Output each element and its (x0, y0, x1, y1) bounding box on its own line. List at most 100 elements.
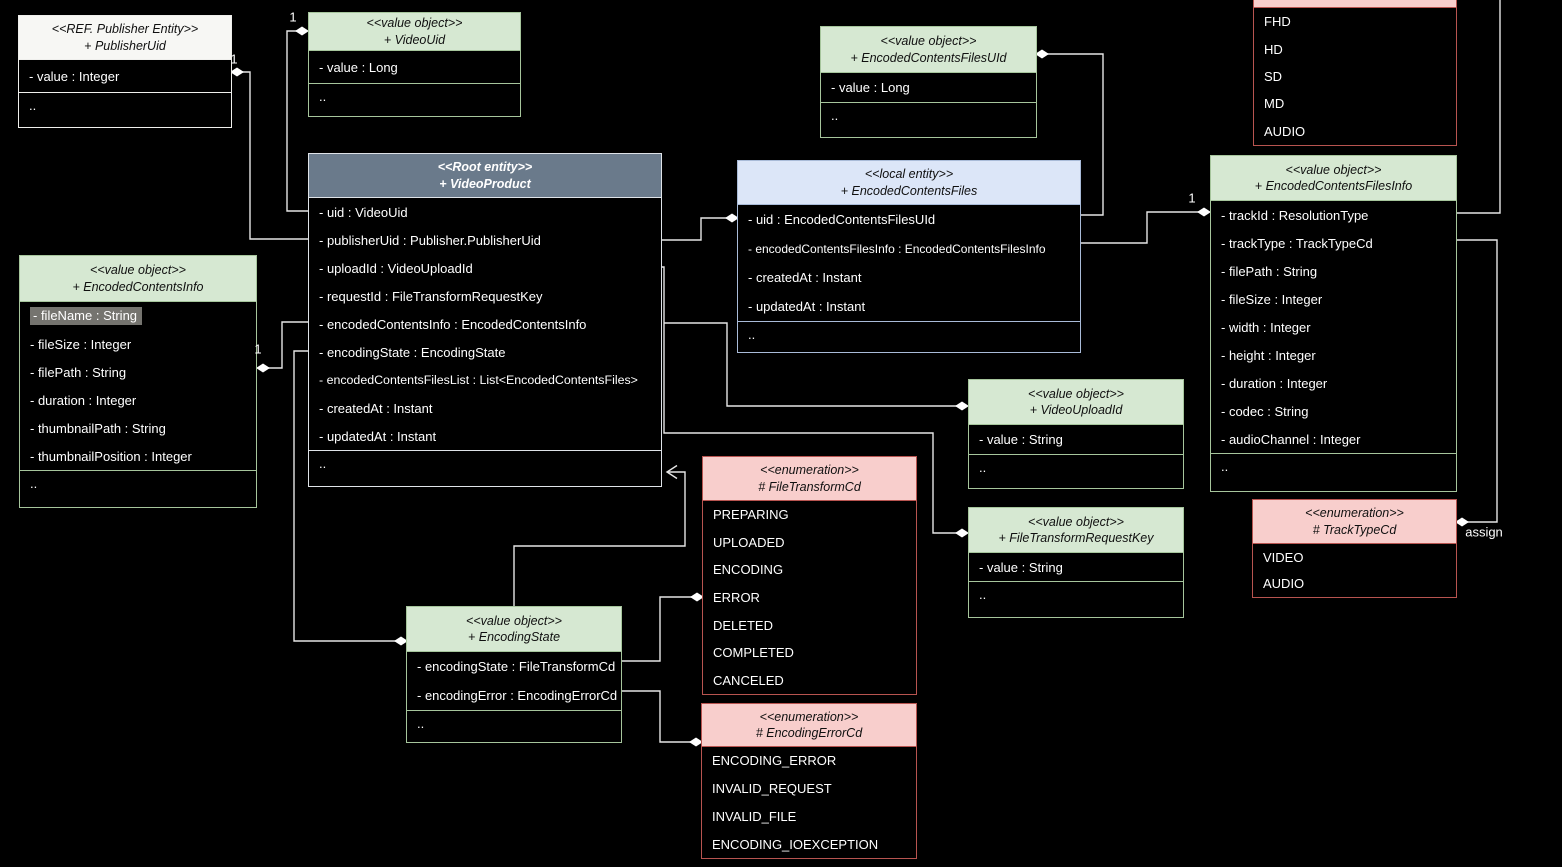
class-name-label: + VideoProduct (439, 176, 531, 191)
class-header: <<value object>> + EncodedContentsInfo (20, 256, 256, 302)
class-header: <<Root entity>> + VideoProduct (309, 154, 661, 198)
connector-tracktype-to-tracktypecd (1455, 239, 1498, 527)
class-name-label: + EncodedContentsFilesInfo (1254, 179, 1413, 193)
attribute-row: - encodingState : EncodingState (319, 344, 506, 360)
attribute-row: - encodedContentsFilesList : List<Encode… (319, 373, 638, 387)
class-name-label: + EncodedContentsFilesUId (850, 50, 1007, 65)
class-name-label: # TrackTypeCd (1312, 522, 1397, 537)
enum-value-row: MD (1264, 96, 1285, 112)
class-header: <<enumeration>> # EncodingErrorCd (702, 704, 916, 747)
attribute-row: - value : String (979, 559, 1063, 575)
association-label-assign: assign (1465, 524, 1503, 540)
connector-trackid-to-resolutiontype (1457, 0, 1501, 214)
class-name-label: + EncodedContentsFiles (840, 183, 978, 198)
enum-value-row: AUDIO (1263, 576, 1305, 592)
enum-box-filetransformcd[interactable]: <<enumeration>> # FileTransformCd PREPAR… (702, 456, 917, 695)
more-row: .. (19, 92, 231, 127)
more-row: .. (20, 470, 256, 507)
class-box-encodedcontentsfilesinfo[interactable]: <<value object>> + EncodedContentsFilesI… (1210, 155, 1457, 492)
more-row: .. (407, 710, 621, 742)
connector-videoproduct-to-encodedcontentsfiles (662, 213, 739, 241)
class-header: <<enumeration>> # FileTransformCd (703, 457, 916, 501)
attribute-row: - uid : VideoUid (319, 204, 408, 220)
connector-videouid-to-videoproduct (286, 26, 309, 212)
enum-value-row: ENCODING_IOEXCEPTION (712, 836, 879, 852)
enum-value-row: UPLOADED (713, 534, 785, 550)
attribute-row: - uid : EncodedContentsFilesUId (748, 212, 936, 227)
class-name-label: + VideoUploadId (1029, 403, 1123, 417)
connector-encodingstate-to-filetransformcd (620, 592, 704, 662)
attribute-row: - duration : Integer (1221, 375, 1328, 391)
enum-box-tracktypecd[interactable]: <<enumeration>> # TrackTypeCd VIDEO AUDI… (1252, 499, 1457, 598)
enum-value-row: FHD (1264, 14, 1291, 30)
more-row: .. (309, 83, 520, 116)
connector-encodingerror-to-encodingerrorcd (620, 690, 703, 747)
stereotype-label: <<value object>> (1285, 162, 1382, 177)
enum-box-encodingerrorcd[interactable]: <<enumeration>> # EncodingErrorCd ENCODI… (701, 703, 917, 859)
selection-highlight: - fileName : String (30, 307, 143, 325)
attribute-row: - filePath : String (1221, 263, 1318, 279)
enum-value-row: INVALID_REQUEST (712, 781, 832, 797)
attribute-row: - thumbnailPath : String (30, 420, 166, 436)
enum-value-row: CANCELED (713, 672, 784, 688)
enum-value-row: COMPLETED (713, 645, 794, 661)
attribute-row: - encodedContentsFilesInfo : EncodedCont… (748, 241, 1046, 256)
stereotype-label: <<value object>> (880, 34, 977, 48)
attribute-row-highlighted: - fileName : String (20, 302, 256, 330)
enum-value-row: ENCODING (713, 562, 784, 578)
class-box-filetransformrequestkey[interactable]: <<value object>> + FileTransformRequestK… (968, 507, 1184, 618)
attribute-row: - value : String (979, 432, 1063, 447)
class-name-label: # EncodingErrorCd (755, 726, 863, 740)
class-box-videoproduct[interactable]: <<Root entity>> + VideoProduct - uid : V… (308, 153, 662, 487)
stereotype-label: <<enumeration>> (1305, 506, 1404, 520)
more-row: .. (1211, 453, 1456, 491)
attribute-row: - value : Long (831, 80, 910, 95)
composition-diamond (955, 401, 969, 411)
enum-box-resolutiontype[interactable]: FHD HD SD MD AUDIO (1253, 0, 1457, 146)
connector-videoproduct-to-encodedcontentsinfo (256, 321, 308, 373)
attribute-row: - encodingState : FileTransformCd (417, 659, 616, 674)
class-header: <<value object>> + VideoUid (309, 13, 520, 51)
attribute-row: - updatedAt : Instant (748, 299, 866, 314)
class-name-label: + VideoUid (383, 32, 446, 47)
connector-publisheruid-to-videoproduct (230, 67, 308, 240)
class-box-encodedcontentsfiles[interactable]: <<local entity>> + EncodedContentsFiles … (737, 160, 1081, 353)
stereotype-label: <<enumeration>> (759, 709, 859, 724)
enum-value-row: AUDIO (1264, 123, 1306, 139)
class-box-publisheruid[interactable]: <<REF. Publisher Entity>> + PublisherUid… (18, 15, 232, 128)
attribute-row: - fileSize : Integer (1221, 291, 1323, 307)
class-box-encodedcontentsinfo[interactable]: <<value object>> + EncodedContentsInfo -… (19, 255, 257, 508)
enum-value-row: ERROR (713, 590, 760, 606)
multiplicity-label-encodedcontentsfilesinfo: 1 (1188, 190, 1196, 206)
class-header: <<REF. Publisher Entity>> + PublisherUid (19, 16, 231, 60)
enum-value-row: INVALID_FILE (712, 808, 797, 824)
enum-value-row: VIDEO (1263, 549, 1304, 565)
attribute-row: - duration : Integer (30, 392, 137, 408)
attribute-row: - filePath : String (30, 364, 127, 380)
attribute-row: - trackId : ResolutionType (1221, 207, 1369, 223)
class-header: <<value object>> + EncodingState (407, 607, 621, 652)
attribute-row: - uploadId : VideoUploadId (319, 260, 473, 276)
attribute-row: - updatedAt : Instant (319, 428, 437, 444)
more-row: .. (821, 102, 1036, 137)
composition-diamond (1197, 207, 1211, 217)
composition-diamond (1035, 49, 1049, 59)
class-box-videouploadid[interactable]: <<value object>> + VideoUploadId - value… (968, 379, 1184, 489)
attribute-row: - publisherUid : Publisher.PublisherUid (319, 232, 541, 248)
stereotype-label: <<value object>> (1028, 514, 1124, 529)
enum-value-row: DELETED (713, 617, 773, 633)
class-name-label: + FileTransformRequestKey (998, 531, 1154, 545)
class-header (1254, 0, 1456, 8)
class-name-label: + EncodedContentsInfo (72, 279, 204, 294)
attribute-row: - width : Integer (1221, 319, 1311, 335)
stereotype-label: <<local entity>> (864, 167, 954, 181)
attribute-row: - requestId : FileTransformRequestKey (319, 288, 543, 304)
multiplicity-label-encodedcontentsinfo: 1 (254, 341, 262, 357)
class-box-encodedcontentsfilesuid[interactable]: <<value object>> + EncodedContentsFilesU… (820, 26, 1037, 138)
class-box-encodingstate[interactable]: <<value object>> + EncodingState - encod… (406, 606, 622, 743)
attribute-row: - value : Integer (29, 68, 120, 84)
class-header: <<value object>> + EncodedContentsFilesU… (821, 27, 1036, 73)
class-box-videouid[interactable]: <<value object>> + VideoUid - value : Lo… (308, 12, 521, 117)
class-header: <<local entity>> + EncodedContentsFiles (738, 161, 1080, 205)
